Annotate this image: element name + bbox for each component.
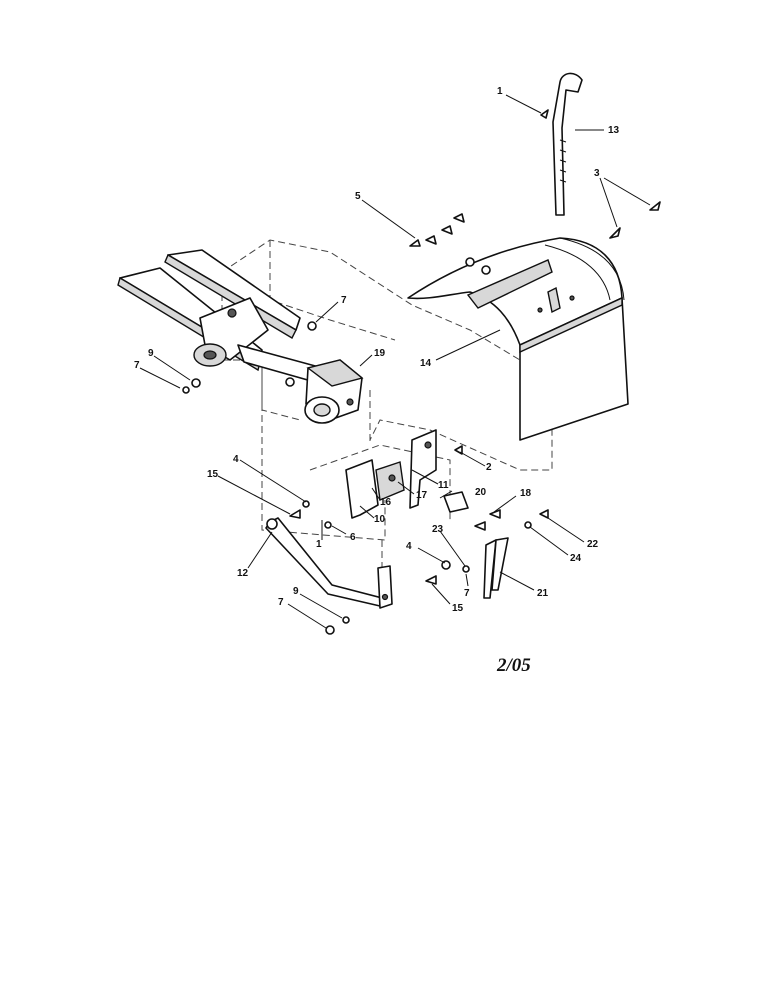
callout-7-frame-nut: 7: [341, 295, 347, 306]
callout-15-clip-lower: 15: [452, 603, 464, 614]
fasteners: [182, 109, 661, 635]
callout-19-transmission: 19: [374, 348, 386, 359]
callout-22-bolt: 22: [587, 539, 599, 550]
depth-bar: [552, 72, 583, 216]
callout-23-bolt: 23: [432, 524, 444, 535]
callout-4-pin-lower: 4: [406, 541, 412, 552]
callout-17-spacer: 17: [416, 490, 428, 501]
callout-1-pin: 1: [316, 539, 322, 550]
callout-21-lever: 21: [537, 588, 549, 599]
tiller-frame: [117, 249, 337, 389]
callout-5-bolts: 5: [355, 191, 361, 202]
callout-20-block: 20: [475, 487, 487, 498]
callout-labels: 1 13 3 5 7 9 7 19 14 2 11 4 15 17 16 20 …: [134, 86, 620, 614]
callout-10-plate: 10: [374, 514, 386, 525]
callout-14-tine-shield: 14: [420, 358, 432, 369]
leader-lines: [139, 94, 651, 629]
callout-15-clip: 15: [207, 469, 219, 480]
callout-13-depth-bar: 13: [608, 125, 620, 136]
callout-24-washer: 24: [570, 553, 582, 564]
tine-shield: [407, 237, 629, 441]
revision-date: 2/05: [496, 655, 531, 676]
callout-7-nut-lower: 7: [278, 597, 284, 608]
callout-4-pin: 4: [233, 454, 239, 465]
callout-16-bracket: 16: [380, 497, 392, 508]
control-lever: [483, 537, 509, 599]
callout-1-depth-pin: 1: [497, 86, 503, 97]
callout-2-bolt: 2: [486, 462, 492, 473]
callout-6-nut: 6: [350, 532, 356, 543]
callout-7-nut: 7: [134, 360, 140, 371]
transmission: [304, 359, 364, 424]
callout-11-bracket: 11: [438, 480, 449, 491]
callout-9-washer-lower: 9: [293, 586, 299, 597]
callout-18-bolt: 18: [520, 488, 532, 499]
callout-9-washer: 9: [148, 348, 154, 359]
linkage-rod: [265, 517, 393, 609]
hitch-brackets: [345, 429, 469, 519]
callout-7-lever-nut: 7: [464, 588, 470, 599]
callout-3-shield-bolts: 3: [594, 168, 600, 179]
callout-12-rod: 12: [237, 568, 249, 579]
